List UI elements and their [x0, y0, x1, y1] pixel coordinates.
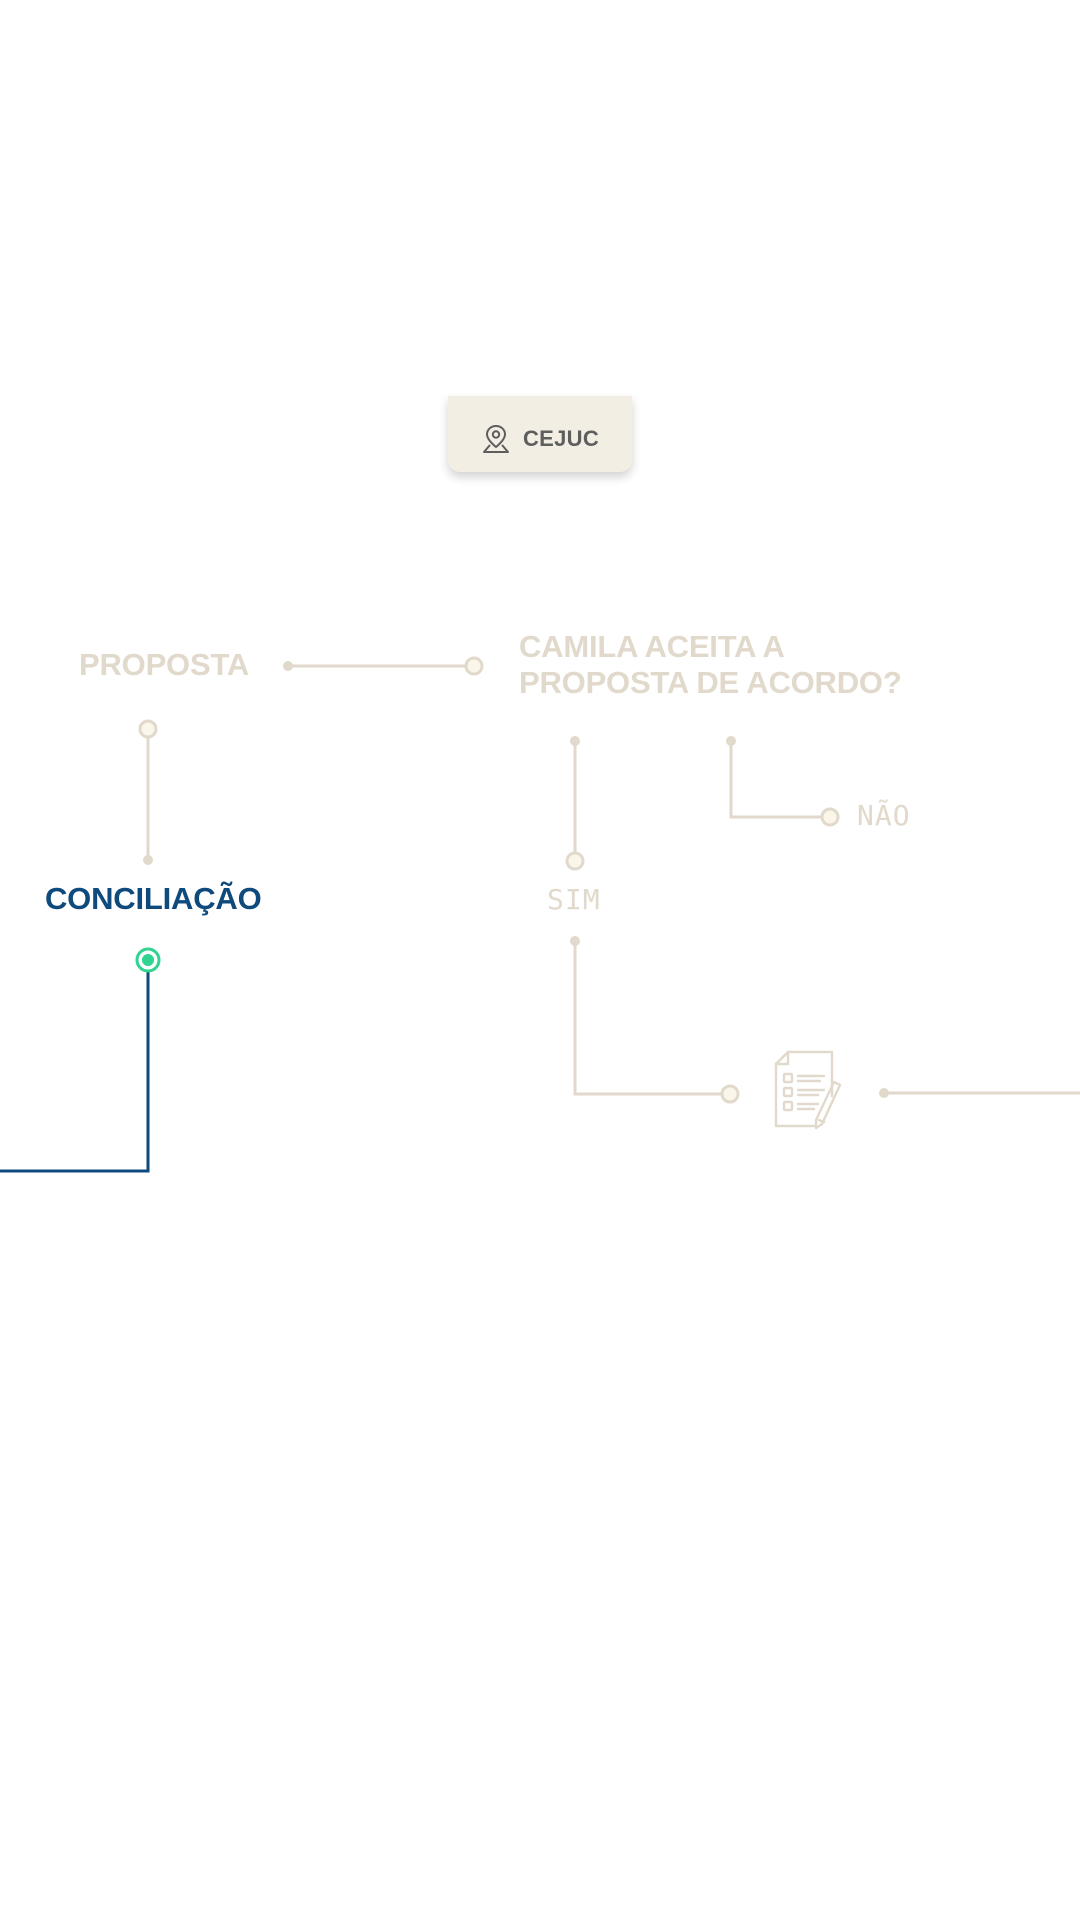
question-line-2: PROPOSTA DE ACORDO?: [519, 665, 902, 700]
connector-ring: [138, 719, 158, 739]
connector-dot: [283, 661, 293, 671]
current-step-marker-core: [142, 954, 154, 966]
connector-ring: [720, 1084, 740, 1104]
active-path: [0, 968, 150, 1173]
document-checklist-icon: [774, 1050, 842, 1130]
connector-sim-document: [573, 941, 722, 1096]
location-pin-icon: [482, 424, 509, 453]
answer-nao: NÃO: [857, 799, 911, 832]
connector-ring: [464, 656, 484, 676]
step-proposta: PROPOSTA: [79, 647, 250, 682]
answer-sim: SIM: [547, 883, 601, 916]
connector-dot: [143, 855, 153, 865]
step-conciliacao: CONCILIAÇÃO: [45, 881, 262, 916]
connector-ring: [820, 807, 840, 827]
connector-ring: [565, 851, 585, 871]
location-tag: CEJUC: [448, 396, 632, 472]
question-line-1: CAMILA ACEITA A: [519, 629, 785, 664]
connector-question-nao: [729, 741, 822, 819]
location-tag-label: CEJUC: [522, 426, 600, 451]
